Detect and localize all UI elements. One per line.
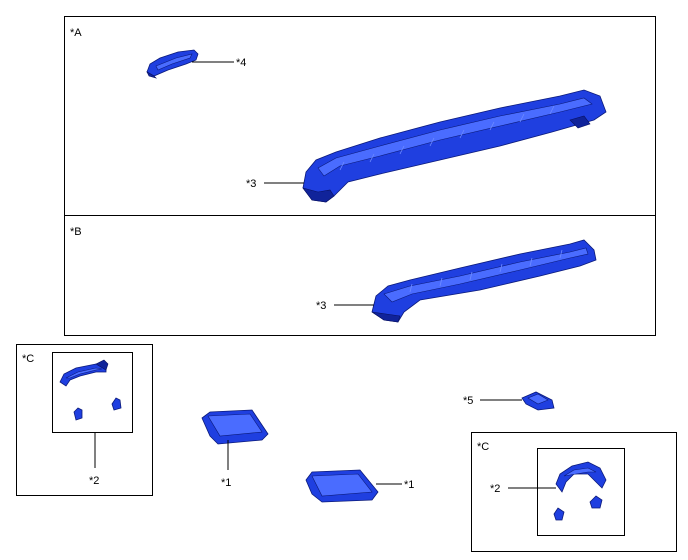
section-c-right-frame bbox=[471, 432, 677, 552]
part-4-bracket bbox=[146, 49, 199, 79]
part-5-clip bbox=[521, 391, 555, 411]
part-1-pad-right bbox=[305, 469, 379, 503]
part-3-garnish-b bbox=[371, 239, 597, 323]
part-4-callout: *4 bbox=[236, 57, 246, 69]
section-b-label: *B bbox=[70, 226, 82, 238]
section-c-left-inner-frame bbox=[52, 352, 133, 433]
section-c-left-label: *C bbox=[22, 353, 34, 365]
part-2-right-callout: *2 bbox=[490, 483, 500, 495]
part-1-pad-left bbox=[201, 409, 269, 445]
section-c-left-frame bbox=[16, 344, 153, 496]
section-c-right-label: *C bbox=[477, 441, 489, 453]
section-a-label: *A bbox=[70, 27, 82, 39]
part-1-right-callout: *1 bbox=[404, 479, 414, 491]
section-b-frame bbox=[64, 215, 656, 336]
part-3-a-callout: *3 bbox=[246, 178, 256, 190]
part-2-left-callout: *2 bbox=[89, 475, 99, 487]
part-3-b-callout: *3 bbox=[316, 300, 326, 312]
part-1-left-callout: *1 bbox=[221, 477, 231, 489]
part-3-garnish-a bbox=[302, 89, 607, 203]
part-2-assist-grip-right bbox=[553, 461, 607, 521]
part-2-assist-grip-left bbox=[59, 359, 122, 421]
section-c-right-inner-frame bbox=[537, 448, 625, 536]
part-5-callout: *5 bbox=[463, 395, 473, 407]
